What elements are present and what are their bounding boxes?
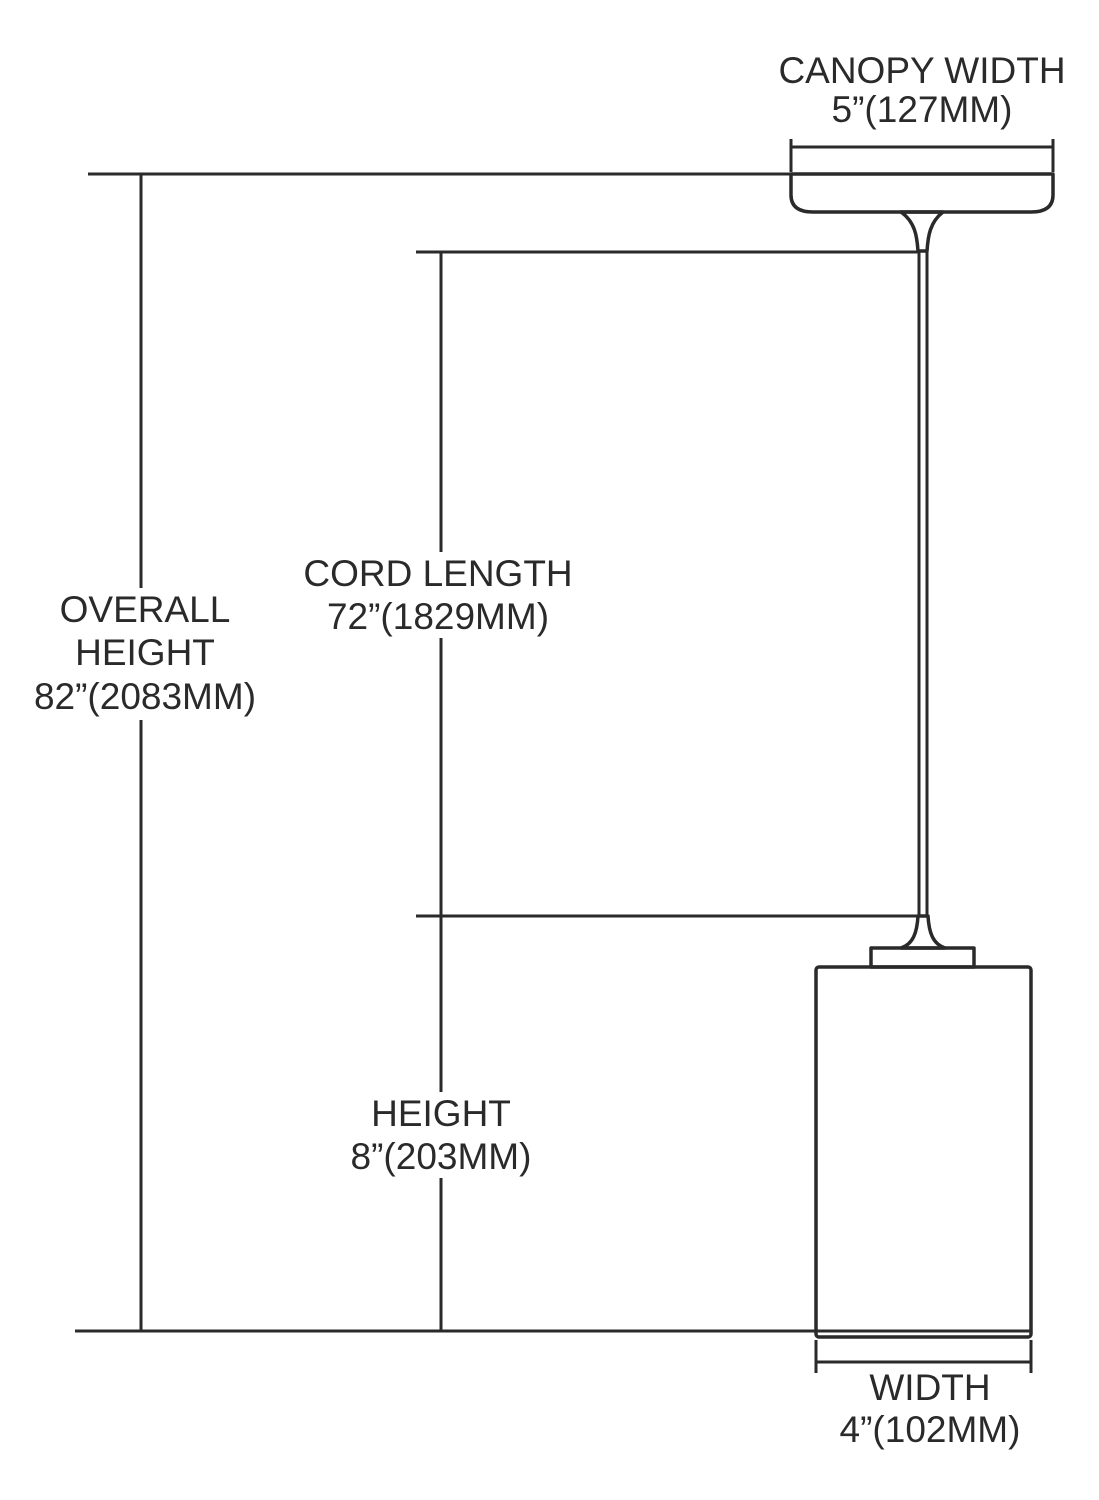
overall-height-label-line2: HEIGHT [75,632,215,673]
cord-length-label: CORD LENGTH [303,553,572,594]
canopy-width-label: CANOPY WIDTH [778,50,1065,91]
canopy-width-value: 5”(127MM) [832,89,1013,130]
cord-length-value: 72”(1829MM) [327,596,549,637]
fixture-height-label-mask [340,1092,542,1178]
canopy-outline [789,172,1055,214]
fixture-height-value: 8”(203MM) [351,1136,532,1177]
cord-connector [899,914,947,950]
fixture-height-label: HEIGHT [371,1093,511,1134]
overall-height-label-mask [33,588,263,720]
fixture-width-value: 4”(102MM) [840,1409,1021,1450]
overall-height-value: 82”(2083MM) [34,676,256,717]
shade-outline [814,965,1033,1339]
cord [917,251,929,916]
cord-length-label-mask [285,552,591,638]
fixture-width-label: WIDTH [869,1367,990,1408]
overall-height-label-line1: OVERALL [60,589,231,630]
canopy-stem [899,210,945,253]
socket-outline [869,946,976,969]
